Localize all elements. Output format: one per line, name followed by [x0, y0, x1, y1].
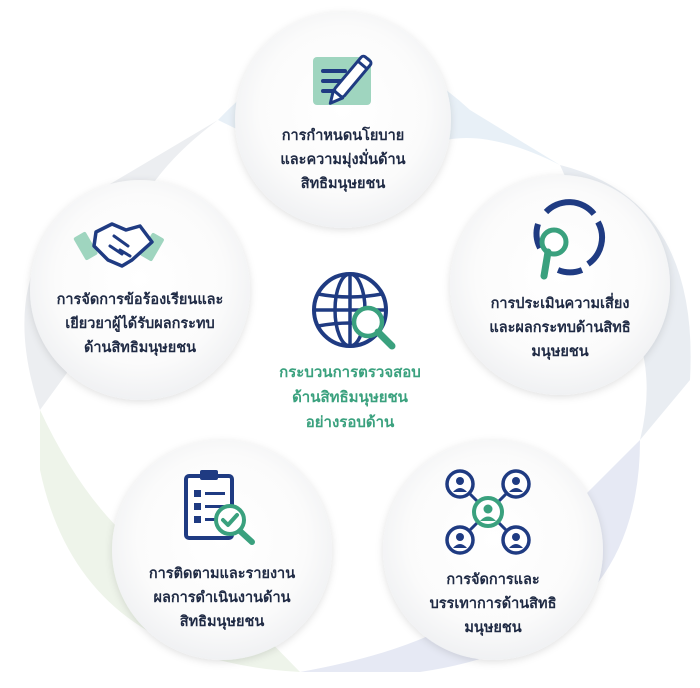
- handshake-icon: [73, 222, 164, 268]
- clipboard-check-icon: [184, 470, 255, 545]
- circle-step-4: [112, 440, 332, 660]
- cycle-search-icon: [533, 199, 606, 280]
- center-label: กระบวนการตรวจสอบ ด้านสิทธิมนุษยชน อย่างร…: [279, 363, 421, 431]
- step-1-label: การกำหนดนโยบาย และความมุ่งมั่นด้าน สิทธิ…: [280, 128, 406, 192]
- circle-step-1: [235, 12, 451, 228]
- globe-search-icon: [312, 272, 396, 350]
- circle-step-2: [450, 175, 670, 395]
- document-pen-icon: [313, 54, 373, 105]
- step-4-label: การติดตามและรายงาน ผลการดำเนินงานด้าน สิ…: [148, 566, 296, 630]
- circle-step-3: [383, 440, 603, 660]
- step-2-label: การประเมินความเสี่ยง และผลกระทบด้านสิทธิ…: [489, 296, 631, 360]
- people-network-icon: [445, 469, 531, 555]
- step-3-label: การจัดการและ บรรเทาการด้านสิทธิ มนุษยชน: [429, 572, 557, 636]
- step-5-label: การจัดการข้อร้องเรียนและ เยียวยาผู้ได้รั…: [56, 292, 224, 356]
